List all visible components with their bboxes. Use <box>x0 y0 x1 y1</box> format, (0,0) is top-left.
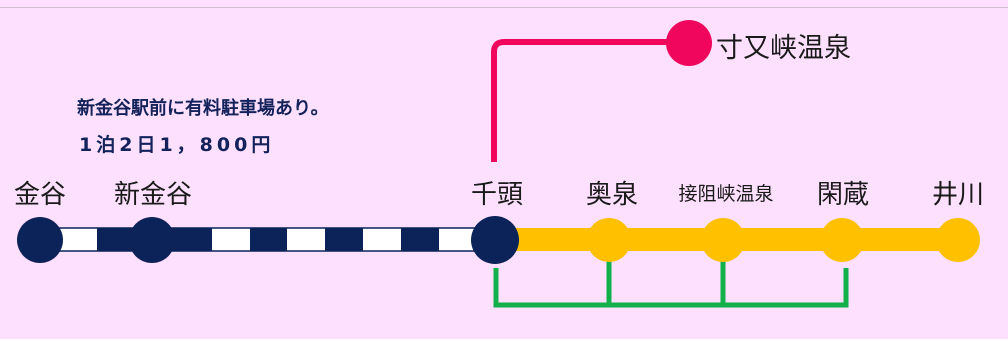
station-label-ikawa: 井川 <box>931 180 985 210</box>
station-marker-sumatakyo[interactable] <box>666 20 712 66</box>
station-label-sakashima: 閑蔵 <box>816 180 870 210</box>
station-label-kanaya: 金谷 <box>13 180 67 210</box>
station-label-senzu: 千頭 <box>470 180 524 210</box>
station-label-okuizumi: 奥泉 <box>585 180 639 210</box>
station-marker-okuizumi[interactable] <box>587 218 631 262</box>
station-marker-shinkanaya[interactable] <box>129 217 175 263</box>
stay-price-note: 1泊2日1，800円 <box>79 134 275 156</box>
station-marker-ikawa[interactable] <box>936 218 980 262</box>
station-label-sessokyo: 接阻峡温泉 <box>678 183 774 205</box>
station-label-shinkanaya: 新金谷 <box>113 180 193 210</box>
top-divider <box>0 7 1008 8</box>
parking-note: 新金谷駅前に有料駐車場あり。 <box>77 98 329 119</box>
station-marker-sessokyo[interactable] <box>701 218 745 262</box>
station-label-sumatakyo: 寸又峡温泉 <box>716 33 851 64</box>
station-marker-sakashima[interactable] <box>820 218 864 262</box>
station-marker-senzu[interactable] <box>471 216 519 264</box>
branch-line <box>491 39 690 162</box>
station-marker-kanaya[interactable] <box>17 217 63 263</box>
main-line-dashes <box>97 228 439 251</box>
